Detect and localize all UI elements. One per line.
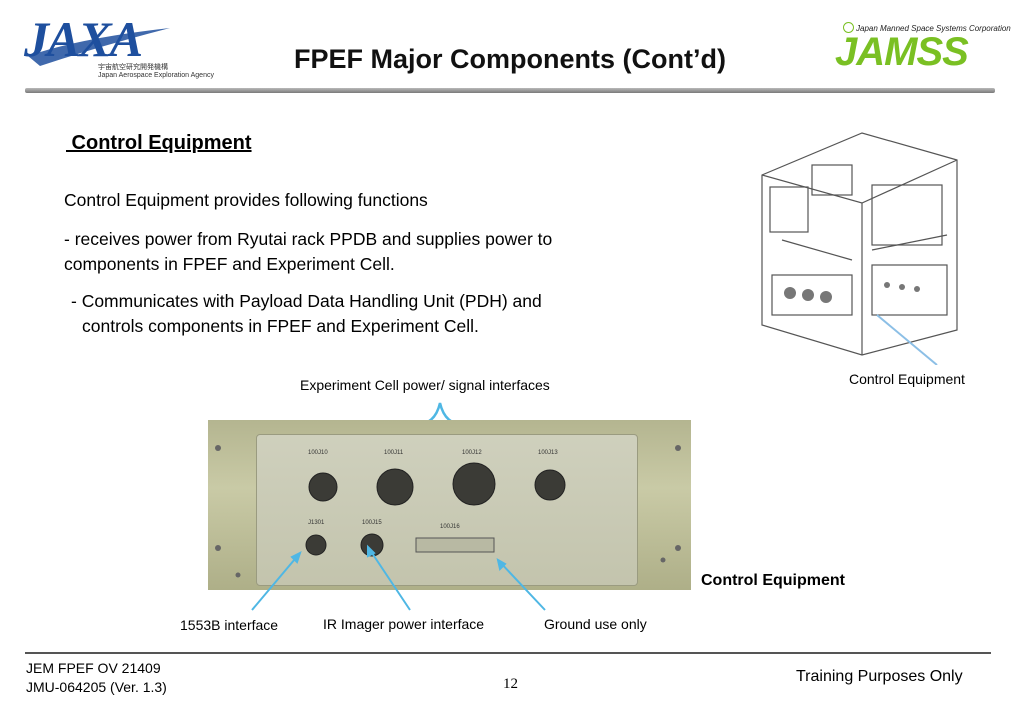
label-ground-use-only: Ground use only [544,616,647,632]
panel-caption: Control Equipment [701,572,845,589]
bullet-1-line-1: - receives power from Ryutai rack PPDB a… [64,229,553,249]
bullet-1-line-2: components in FPEF and Experiment Cell. [64,254,395,274]
label-1553b-interface: 1553B interface [180,617,279,633]
jaxa-logo [20,8,180,83]
jamss-ring-icon [843,22,854,33]
bullet-2-line-1: - Communicates with Payload Data Handlin… [71,291,542,311]
footer-doc-id: JEM FPEF OV 21409 [26,660,161,676]
connector-tag-100J10: 100J10 [308,450,328,456]
bullet-2-line-2: controls components in FPEF and Experime… [82,316,479,336]
footer-doc-version: JMU-064205 (Ver. 1.3) [26,679,167,695]
footer-divider [25,652,991,654]
connector-tag-100J12: 100J12 [462,450,482,456]
intro-text: Control Equipment provides following fun… [64,190,428,210]
jaxa-subtitle: 宇宙航空研究開発機構 Japan Aerospace Exploration A… [98,64,214,80]
connector-tag-J1301: J1301 [308,520,325,526]
jamss-tagline: Japan Manned Space Systems Corporation [856,24,1011,33]
jamss-wordmark: JAMSS [835,30,969,74]
section-heading: Control Equipment [66,132,252,154]
connector-tag-100J13: 100J13 [538,450,558,456]
header-divider [25,88,995,93]
label-ir-imager-power: IR Imager power interface [323,616,485,632]
control-equipment-drawing [761,132,958,365]
jaxa-subtitle-en: Japan Aerospace Exploration Agency [98,72,214,79]
footer-notice: Training Purposes Only [796,668,963,685]
top-figure-caption: Control Equipment [849,371,965,387]
connector-tag-100J15: 100J15 [362,520,382,526]
jaxa-subtitle-jp: 宇宙航空研究開発機構 [98,64,168,71]
connector-tag-100J16: 100J16 [440,524,460,530]
jaxa-swoosh-icon [28,28,170,66]
page-number: 12 [503,676,518,692]
callout-arrows [251,544,546,611]
panel-plate [256,434,638,586]
jaxa-wordmark: JAXA [24,11,143,67]
panel-connectors [215,445,681,578]
control-equipment-panel-photo: 100J10 100J11 100J12 100J13 J1301 100J15… [208,420,691,590]
page-title: FPEF Major Components (Cont’d) [294,44,726,74]
connector-tag-100J11: 100J11 [384,450,404,456]
interface-caption: Experiment Cell power/ signal interfaces [300,377,550,393]
